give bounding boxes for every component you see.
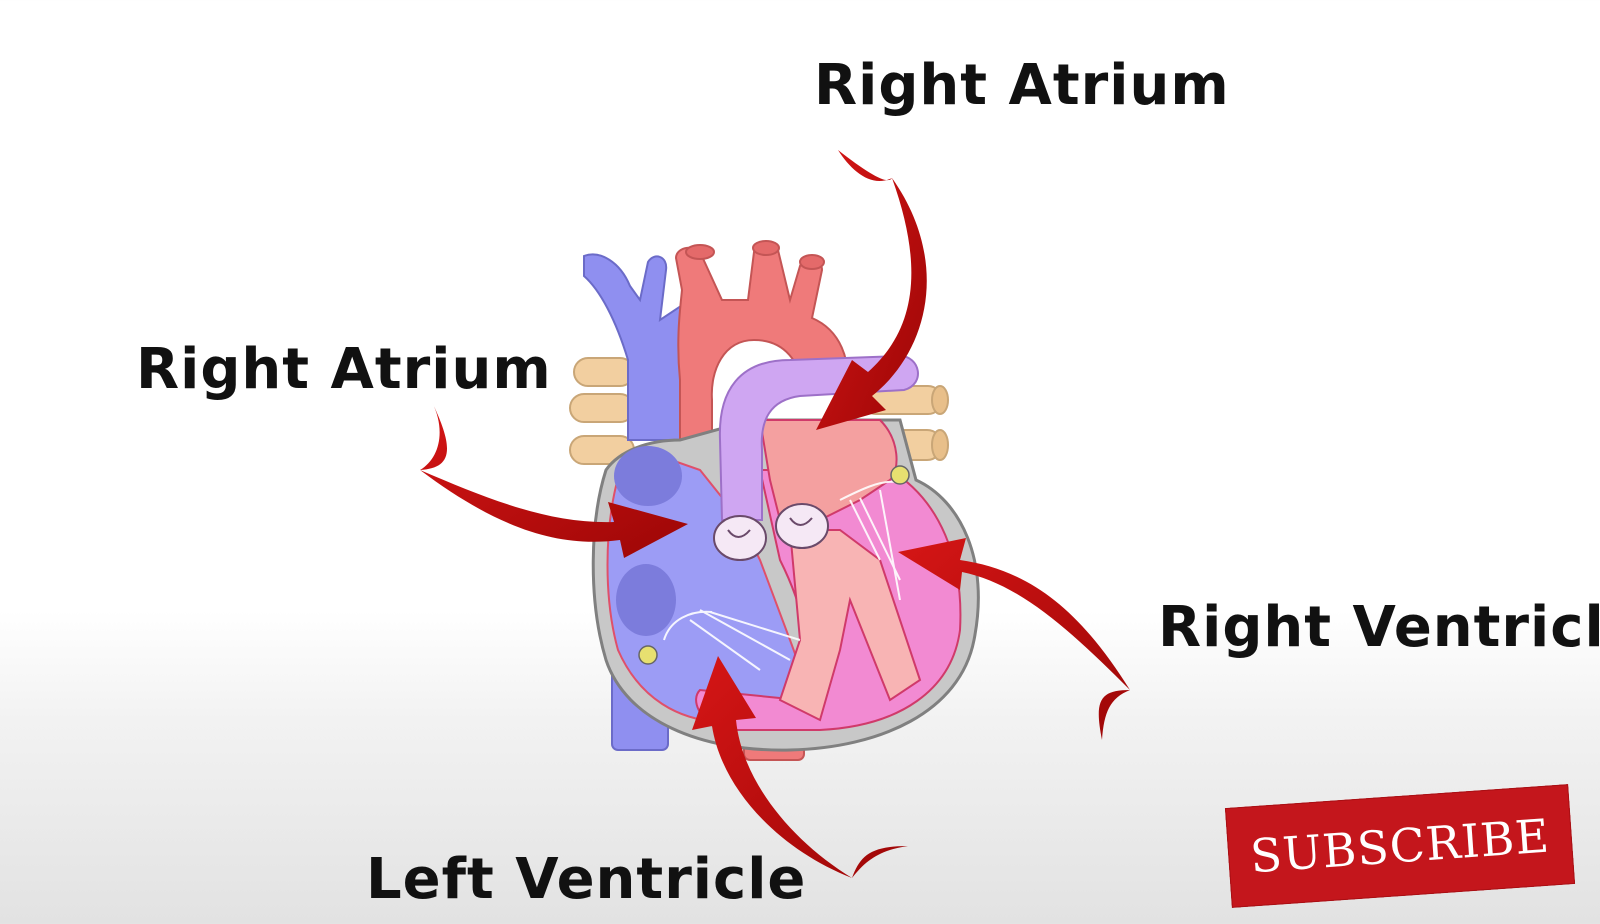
pulmonary-veins-left (569, 357, 635, 465)
chordae-tendineae (663, 480, 901, 671)
conduction-nodes (638, 465, 910, 665)
pulmonary-artery (718, 354, 919, 521)
vena-cava-opening-bottom (616, 564, 676, 636)
label-left-ventricle: Left Ventricle (366, 847, 807, 912)
arrow-right-atrium-left (420, 402, 688, 558)
heart-valves (713, 503, 829, 561)
subscribe-button-label: SUBSCRIBE (1248, 808, 1552, 884)
vena-cava-opening-top (614, 446, 682, 506)
label-right-atrium-left: Right Atrium (136, 337, 552, 402)
label-right-atrium-top: Right Atrium (814, 53, 1230, 118)
arrow-left-ventricle (692, 656, 908, 878)
arrow-right-ventricle (898, 538, 1130, 740)
heart-illustration (569, 240, 980, 761)
label-right-ventricle: Right Ventricle (1158, 595, 1600, 660)
arrow-right-atrium-top (816, 150, 927, 430)
